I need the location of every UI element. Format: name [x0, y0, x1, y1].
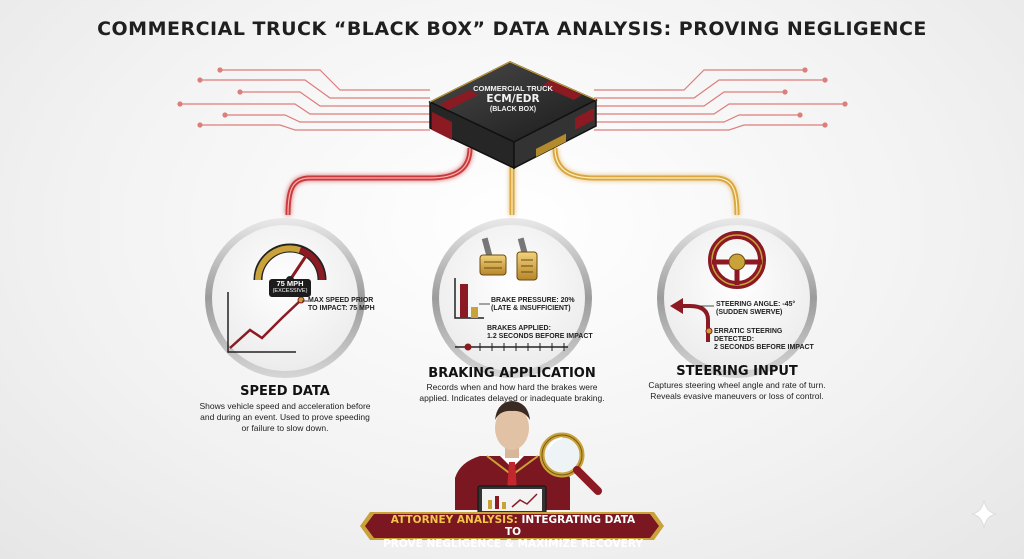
steering-desc-line: Captures steering wheel angle and rate o… [648, 380, 826, 390]
steering-erratic-line2: 2 SECONDS BEFORE IMPACT [714, 344, 814, 351]
braking-panel-desc: Records when and how hard the brakes wer… [410, 382, 614, 404]
speed-annotation: MAX SPEED PRIOR TO IMPACT: 75 MPH [308, 297, 378, 313]
device-label: COMMERCIAL TRUCK ECM/EDR (BLACK BOX) [450, 84, 576, 114]
banner-line2: PROVE NEGLIGENCE & MAXIMIZE RECOVERY [383, 538, 643, 550]
speed-badge: 75 MPH (EXCESSIVE) [269, 279, 311, 297]
banner-line1: ATTORNEY ANALYSIS: INTEGRATING DATA TO [383, 514, 643, 538]
speed-panel-desc: Shows vehicle speed and acceleration bef… [195, 401, 375, 434]
speedometer-icon [253, 243, 327, 284]
speed-desc-line: and during an event. Used to prove speed… [200, 412, 370, 422]
steering-desc-line: Reveals evasive maneuvers or loss of con… [650, 391, 824, 401]
speed-annotation-line2: TO IMPACT: 75 MPH [308, 305, 375, 312]
brake-pressure-line1: BRAKE PRESSURE: 20% [491, 297, 575, 304]
connector-lines [285, 147, 740, 216]
panel-circle-steering [657, 218, 817, 378]
speed-badge-note: (EXCESSIVE) [272, 288, 308, 294]
brake-pressure-annotation: BRAKE PRESSURE: 20% (LATE & INSUFFICIENT… [491, 297, 591, 313]
steering-erratic-annotation: ERRATIC STEERING DETECTED: 2 SECONDS BEF… [714, 328, 824, 352]
device-label-line3: (BLACK BOX) [489, 106, 537, 113]
circuit-traces-right [594, 67, 848, 131]
steering-curve-arrow [670, 298, 714, 342]
steering-panel-title: STEERING INPUT [676, 364, 798, 379]
steering-erratic-line1: ERRATIC STEERING DETECTED: [714, 328, 783, 343]
brake-pedals-icon [479, 237, 538, 281]
speed-badge-value: 75 MPH [276, 279, 304, 288]
black-box-device [428, 61, 598, 170]
page-title: COMMERCIAL TRUCK “BLACK BOX” DATA ANALYS… [97, 18, 927, 40]
steering-panel-desc: Captures steering wheel angle and rate o… [622, 380, 852, 402]
steering-wheel-icon [708, 231, 766, 289]
device-label-line2: ECM/EDR [486, 93, 540, 105]
steering-angle-annotation: STEERING ANGLE: -45° (SUDDEN SWERVE) [716, 301, 816, 317]
speed-annotation-line1: MAX SPEED PRIOR [308, 297, 374, 304]
brake-applied-line1: BRAKES APPLIED: [487, 325, 551, 332]
banner-accent: ATTORNEY ANALYSIS: [390, 514, 518, 526]
magnifying-glass-icon [539, 432, 602, 495]
brake-applied-annotation: BRAKES APPLIED: 1.2 SECONDS BEFORE IMPAC… [487, 325, 597, 341]
attorney-banner [360, 512, 664, 540]
speed-desc-line: Shows vehicle speed and acceleration bef… [199, 401, 371, 411]
braking-panel-title: BRAKING APPLICATION [428, 366, 596, 381]
panel-circle-braking [432, 218, 592, 378]
brake-pressure-line2: (LATE & INSUFFICIENT) [491, 305, 571, 312]
banner-line1-rest: INTEGRATING DATA TO [504, 514, 636, 538]
brake-applied-line2: 1.2 SECONDS BEFORE IMPACT [487, 333, 593, 340]
steering-angle-line1: STEERING ANGLE: -45° [716, 301, 796, 308]
circuit-traces-left [177, 67, 430, 131]
speed-line-chart [227, 292, 308, 353]
attorney-banner-text: ATTORNEY ANALYSIS: INTEGRATING DATA TO P… [383, 514, 643, 550]
brake-bar-chart [454, 278, 490, 319]
braking-desc-line: applied. Indicates delayed or inadequate… [419, 393, 605, 403]
steering-angle-line2: (SUDDEN SWERVE) [716, 309, 783, 316]
brake-timeline [455, 343, 568, 351]
speed-desc-line: or failure to slow down. [241, 423, 329, 433]
speed-panel-title: SPEED DATA [240, 384, 330, 399]
sparkle-icon [971, 499, 997, 529]
attorney-figure [455, 401, 570, 515]
device-label-line1: COMMERCIAL TRUCK [473, 84, 553, 93]
braking-desc-line: Records when and how hard the brakes wer… [426, 382, 598, 392]
